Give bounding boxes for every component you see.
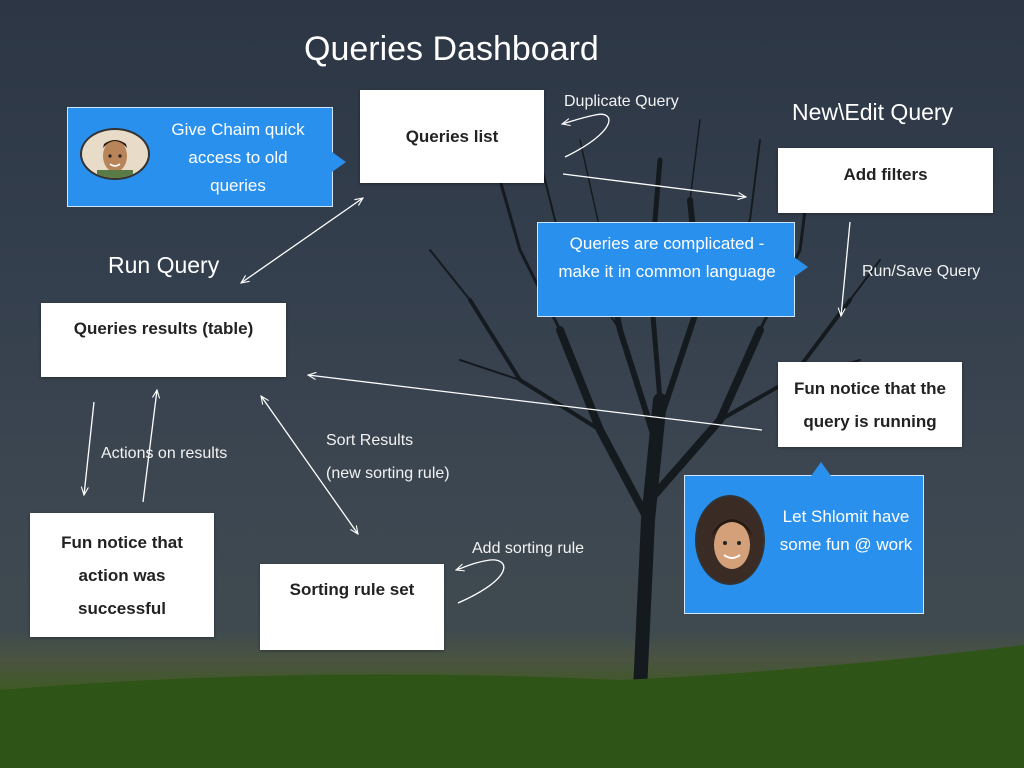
shlomit-face-icon [711, 519, 753, 569]
edge-label-new-sorting-rule: (new sorting rule) [326, 465, 450, 482]
edge-label-duplicate-query: Duplicate Query [564, 93, 679, 110]
queries-results-label: Queries results (table) [73, 319, 254, 338]
add-filters-label: Add filters [843, 165, 928, 184]
callout-chaim-text: Give Chaim quick access to old queries [171, 120, 305, 195]
page-title: Queries Dashboard [304, 30, 599, 68]
edge-label-sort-results: Sort Results [326, 432, 414, 449]
callout-shlomit-text: Let Shlomit have some fun @ work [779, 507, 913, 554]
queries-list-label: Queries list [405, 127, 499, 146]
callout-complicated-pointer [794, 257, 808, 277]
fun-notice-running-box[interactable]: Fun notice that the query is running [778, 362, 962, 447]
shlomit-avatar [695, 495, 765, 585]
fun-notice-action-box[interactable]: Fun notice that action was successful [30, 513, 214, 637]
queries-list-box[interactable]: Queries list [360, 90, 544, 183]
edge-label-run-save-query: Run/Save Query [862, 263, 981, 280]
edge-label-add-sorting-rule: Add sorting rule [472, 540, 585, 557]
callout-chaim: Give Chaim quick access to old queries [67, 107, 346, 207]
fun-notice-running-label: Fun notice that the query is running [793, 378, 947, 431]
chaim-face-icon [97, 140, 133, 178]
chaim-avatar [80, 128, 150, 180]
callout-chaim-pointer [332, 152, 346, 172]
callout-shlomit-pointer [811, 462, 831, 476]
callout-complicated: Queries are complicated - make it in com… [537, 222, 808, 317]
sorting-rule-set-box[interactable]: Sorting rule set [260, 564, 444, 650]
fun-notice-action-label: Fun notice that action was successful [61, 532, 183, 618]
queries-results-box[interactable]: Queries results (table) [41, 303, 286, 377]
callout-complicated-text: Queries are complicated - make it in com… [558, 234, 776, 281]
grass-field [0, 645, 1024, 768]
callout-shlomit: Let Shlomit have some fun @ work [684, 462, 924, 614]
section-label-new-edit-query: New\Edit Query [792, 99, 954, 125]
add-filters-box[interactable]: Add filters [778, 148, 993, 213]
sorting-rule-set-label: Sorting rule set [289, 580, 415, 599]
section-label-run-query: Run Query [108, 252, 220, 278]
edge-label-actions-on-results: Actions on results [101, 445, 228, 462]
